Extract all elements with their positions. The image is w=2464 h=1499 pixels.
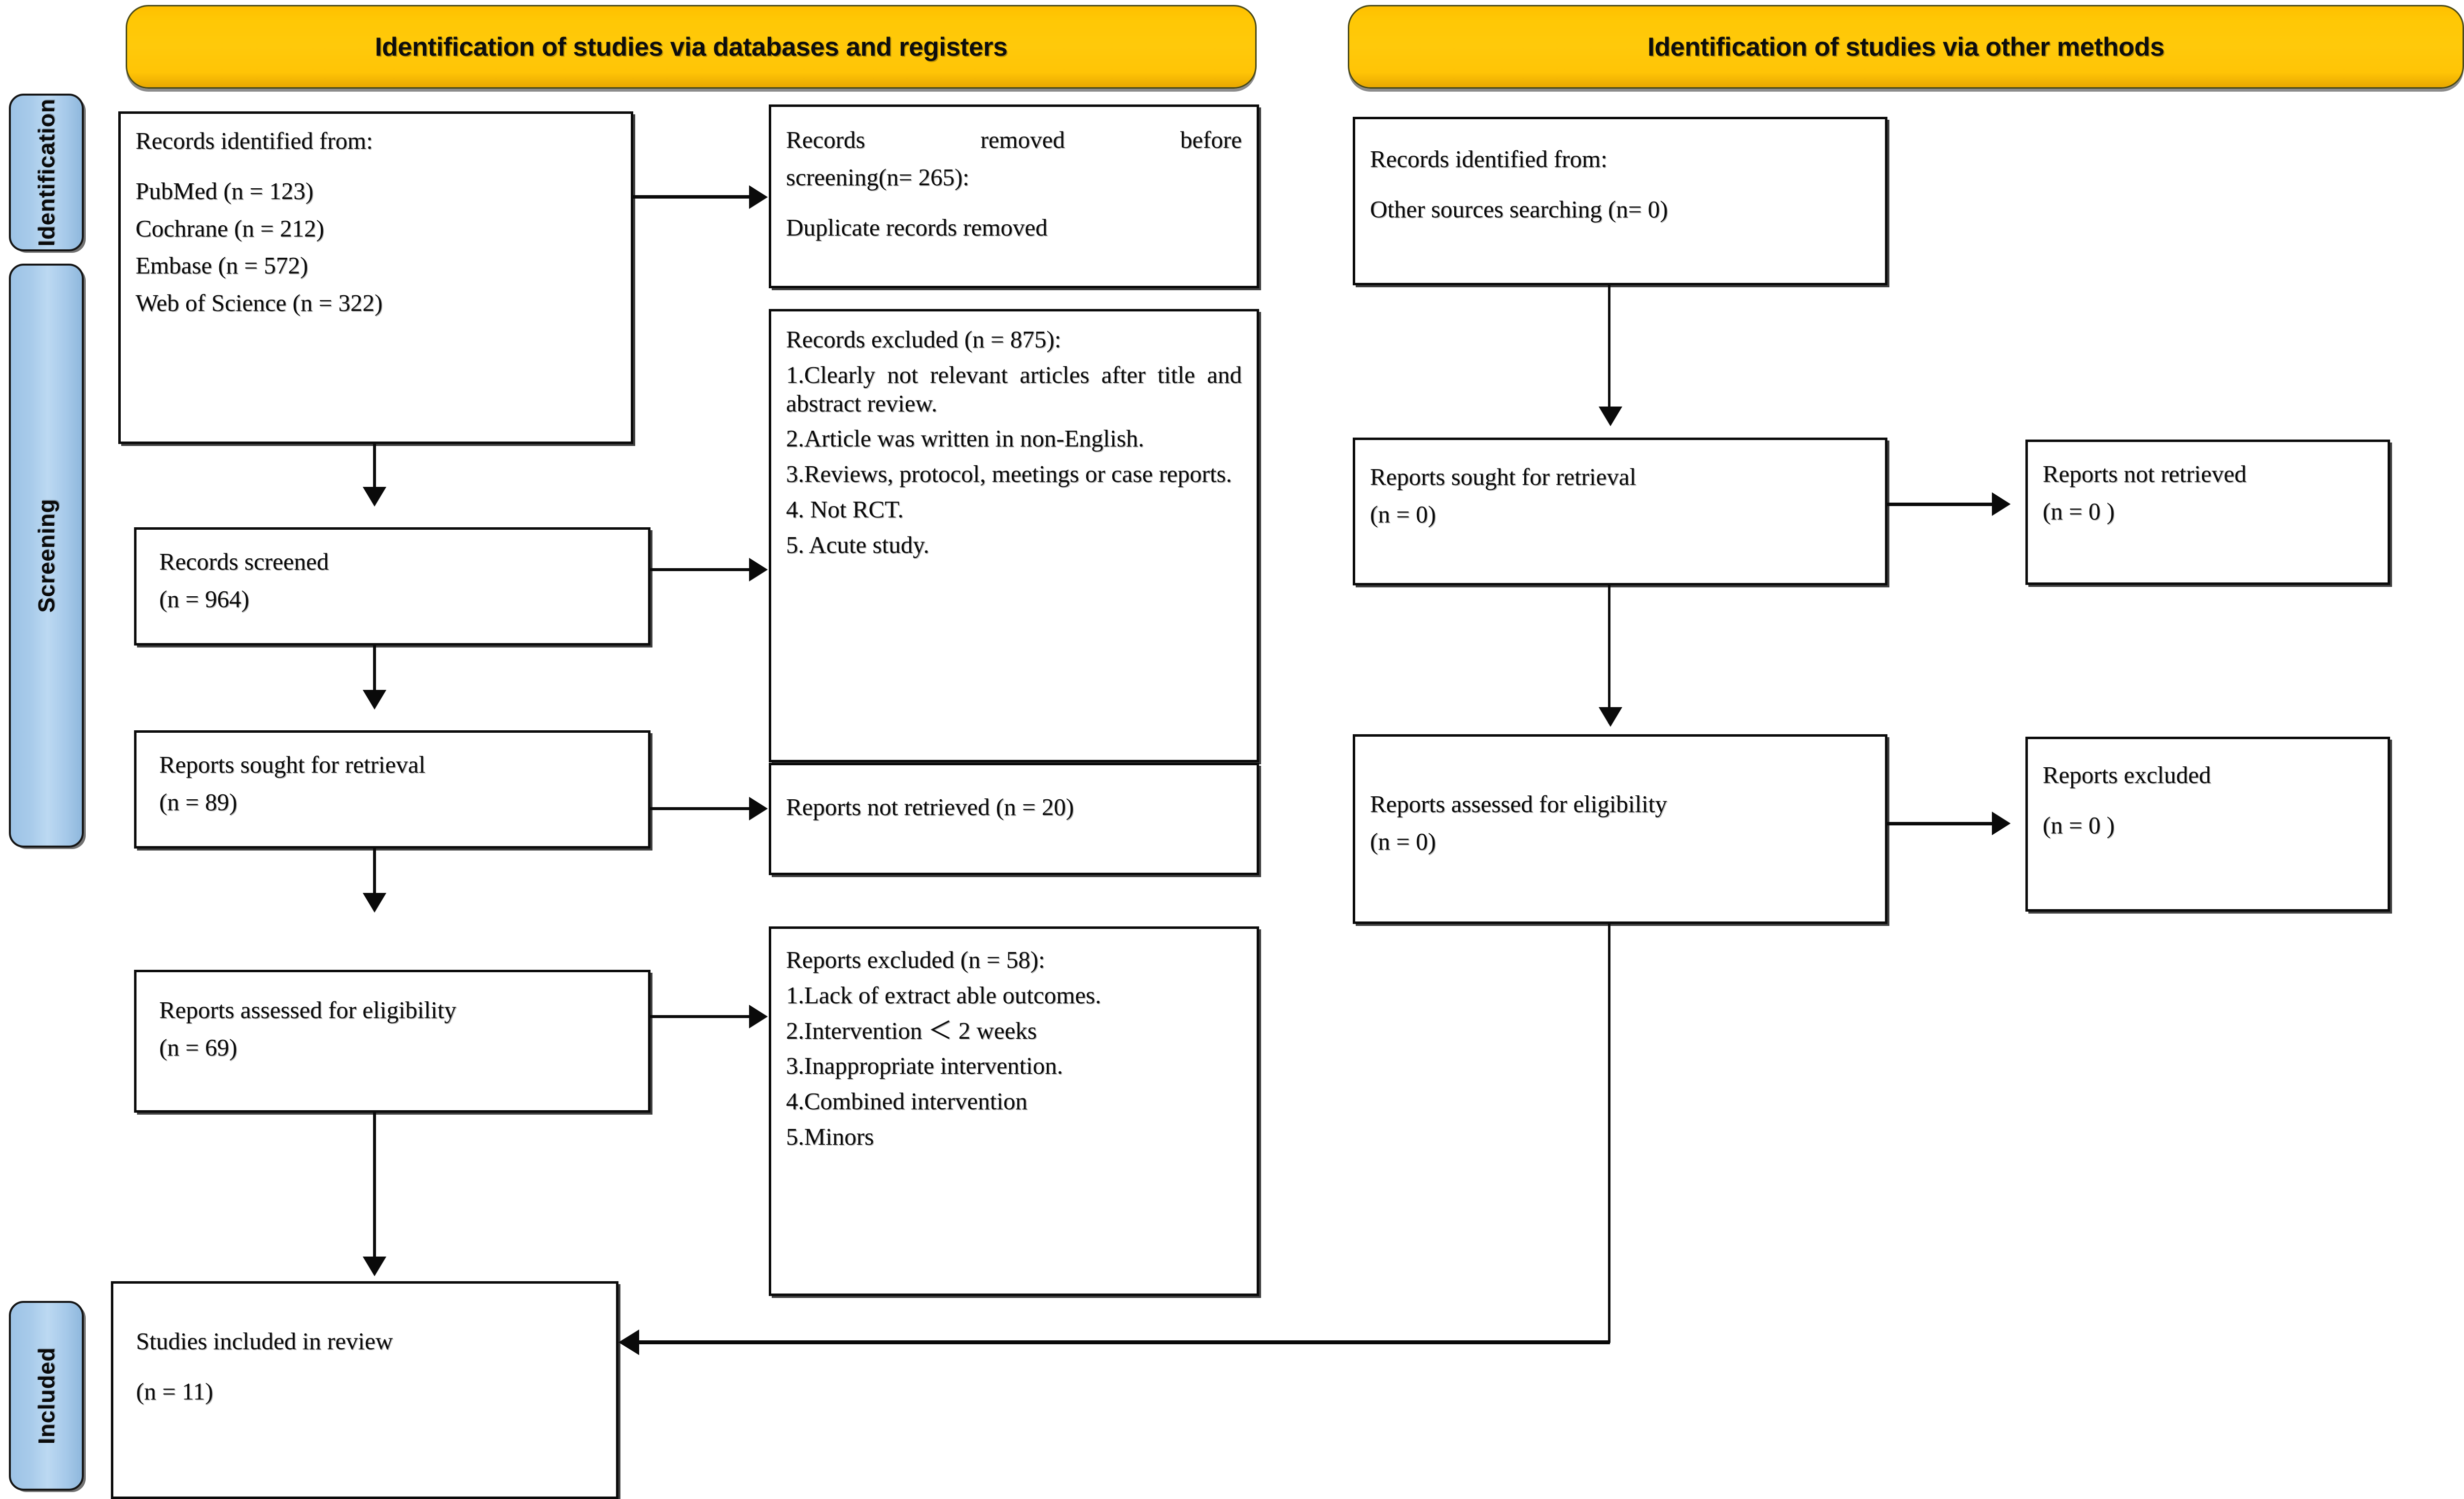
arrow-right-identified-to-sought	[1599, 407, 1622, 426]
right-reports-sought-count: (n = 0)	[1370, 500, 1436, 528]
box-reports-assessed-eligibility: Reports assessed for eligibility (n = 69…	[134, 970, 650, 1113]
box-right-records-identified: Records identified from: Other sources s…	[1353, 117, 1887, 285]
reports-assessed-count: (n = 69)	[159, 1033, 238, 1061]
connector-right-to-studies-included	[636, 1340, 1610, 1344]
reports-sought-count: (n = 89)	[159, 788, 238, 816]
banner-other-methods: Identification of studies via other meth…	[1348, 5, 2464, 89]
arrow-identified-to-removed	[749, 185, 768, 209]
records-screened-count: (n = 964)	[159, 585, 249, 613]
connector-identified-to-removed	[633, 195, 754, 199]
arrow-sought-to-not-retrieved	[749, 797, 768, 820]
arrow-assessed-to-reports-excluded	[749, 1005, 768, 1028]
records-identified-wos: Web of Science (n = 322)	[136, 289, 383, 317]
records-excluded-reason-4: 4. Not RCT.	[786, 496, 904, 523]
right-records-identified-source: Other sources searching (n= 0)	[1370, 195, 1668, 223]
arrow-identified-to-screened	[363, 487, 386, 507]
box-records-identified: Records identified from: PubMed (n = 123…	[118, 111, 633, 444]
records-excluded-reason-5: 5. Acute study.	[786, 531, 929, 558]
connector-screened-to-sought	[373, 646, 376, 702]
connector-right-assessed-to-excluded	[1887, 822, 1998, 825]
connector-assessed-to-included	[373, 1113, 376, 1268]
reports-sought-label: Reports sought for retrieval	[159, 751, 426, 778]
banner-other-methods-label: Identification of studies via other meth…	[1647, 32, 2164, 62]
records-identified-embase: Embase (n = 572)	[136, 252, 308, 279]
records-excluded-reason-3: 3.Reviews, protocol, meetings or case re…	[786, 460, 1232, 488]
records-identified-cochrane: Cochrane (n = 212)	[136, 214, 324, 242]
right-reports-excluded-count: (n = 0 )	[2043, 811, 2115, 839]
phase-bar-included-label: Included	[34, 1347, 59, 1445]
arrow-sought-to-assessed	[363, 893, 386, 913]
studies-included-count: (n = 11)	[136, 1377, 213, 1405]
records-excluded-reason-2: 2.Article was written in non-English.	[786, 425, 1144, 452]
box-right-reports-sought: Reports sought for retrieval (n = 0)	[1353, 438, 1887, 585]
box-reports-excluded: Reports excluded (n = 58): 1.Lack of ext…	[769, 926, 1259, 1296]
reports-excluded-title: Reports excluded (n = 58):	[786, 946, 1045, 973]
box-records-removed-before-screening: Records removed before screening(n= 265)…	[769, 104, 1259, 288]
box-reports-not-retrieved: Reports not retrieved (n = 20)	[769, 763, 1259, 875]
records-identified-title: Records identified from:	[136, 127, 373, 154]
records-identified-pubmed: PubMed (n = 123)	[136, 177, 314, 204]
phase-bar-identification: Identification	[9, 94, 84, 251]
box-right-reports-not-retrieved: Reports not retrieved (n = 0 )	[2025, 440, 2390, 585]
connector-right-sought-to-assessed	[1608, 585, 1610, 723]
records-removed-line3: Duplicate records removed	[786, 213, 1048, 241]
connector-identified-to-screened	[373, 444, 376, 496]
arrow-right-to-studies-included	[618, 1329, 639, 1355]
banner-databases-registers: Identification of studies via databases …	[126, 5, 1257, 89]
box-studies-included: Studies included in review (n = 11)	[111, 1281, 618, 1499]
connector-right-assessed-down	[1608, 924, 1610, 1343]
reports-excluded-reason-3: 3.Inappropriate intervention.	[786, 1052, 1063, 1080]
arrow-screened-to-sought	[363, 690, 386, 710]
arrow-assessed-to-included	[363, 1257, 386, 1276]
phase-bar-screening-label: Screening	[34, 498, 59, 613]
reports-excluded-reason-2: 2.Intervention ＜ 2 weeks	[786, 1017, 1037, 1044]
phase-bar-included: Included	[9, 1301, 84, 1491]
reports-excluded-reason-1: 1.Lack of extract able outcomes.	[786, 981, 1101, 1009]
arrow-right-sought-to-assessed	[1599, 707, 1622, 727]
box-records-excluded: Records excluded (n = 875): 1.Clearly no…	[769, 309, 1259, 762]
records-excluded-reason-1: 1.Clearly not relevant articles after ti…	[786, 361, 1242, 417]
banner-databases-registers-label: Identification of studies via databases …	[375, 32, 1008, 62]
right-reports-not-retrieved-label: Reports not retrieved	[2043, 460, 2247, 487]
box-records-screened: Records screened (n = 964)	[134, 527, 650, 646]
connector-sought-to-not-retrieved	[650, 807, 756, 810]
right-reports-not-retrieved-count: (n = 0 )	[2043, 497, 2115, 525]
records-removed-line2: screening(n= 265):	[786, 163, 969, 191]
phase-bar-identification-label: Identification	[34, 98, 59, 247]
reports-assessed-label: Reports assessed for eligibility	[159, 996, 456, 1023]
connector-right-sought-to-not-retrieved	[1887, 503, 1998, 506]
studies-included-label: Studies included in review	[136, 1328, 393, 1355]
arrow-right-sought-to-not-retrieved	[1992, 492, 2011, 516]
right-reports-assessed-label: Reports assessed for eligibility	[1370, 790, 1667, 818]
right-reports-sought-label: Reports sought for retrieval	[1370, 463, 1637, 490]
arrow-right-assessed-to-excluded	[1992, 812, 2011, 835]
box-right-reports-excluded: Reports excluded (n = 0 )	[2025, 737, 2390, 912]
box-reports-sought-retrieval: Reports sought for retrieval (n = 89)	[134, 730, 650, 849]
box-right-reports-assessed: Reports assessed for eligibility (n = 0)	[1353, 734, 1887, 924]
connector-screened-to-excluded	[650, 568, 756, 571]
right-reports-assessed-count: (n = 0)	[1370, 827, 1436, 855]
reports-not-retrieved-label: Reports not retrieved (n = 20)	[786, 793, 1074, 820]
phase-bar-screening: Screening	[9, 264, 84, 848]
right-records-identified-title: Records identified from:	[1370, 145, 1608, 172]
records-screened-label: Records screened	[159, 548, 329, 575]
connector-sought-to-assessed	[373, 849, 376, 905]
right-reports-excluded-label: Reports excluded	[2043, 761, 2211, 788]
connector-right-identified-to-sought	[1608, 285, 1610, 418]
records-removed-line1: Records removed before	[786, 126, 1242, 153]
records-excluded-title: Records excluded (n = 875):	[786, 326, 1061, 353]
reports-excluded-reason-4: 4.Combined intervention	[786, 1088, 1027, 1115]
connector-assessed-to-reports-excluded	[650, 1015, 756, 1018]
reports-excluded-reason-5: 5.Minors	[786, 1123, 874, 1151]
arrow-screened-to-excluded	[749, 558, 768, 581]
